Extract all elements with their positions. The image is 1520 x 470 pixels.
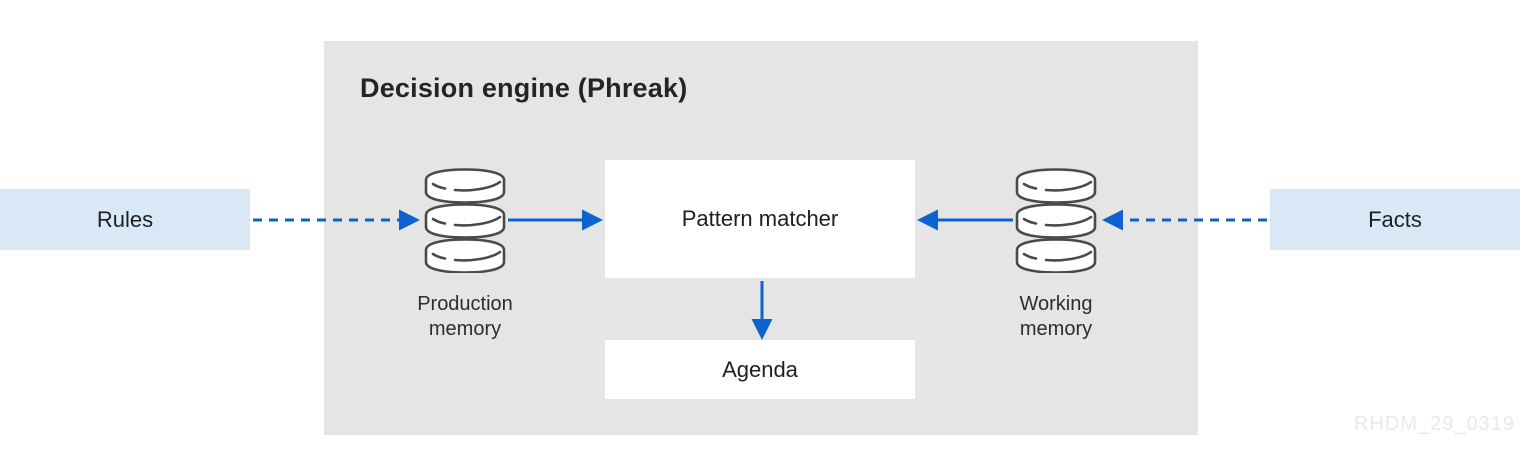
node-agenda: Agenda (605, 340, 915, 399)
watermark-text: RHDM_29_0319 (1354, 413, 1515, 435)
node-facts: Facts (1270, 189, 1520, 250)
node-facts-label: Facts (1368, 206, 1422, 232)
db-disk-group (1015, 168, 1097, 273)
node-pattern-matcher-label: Pattern matcher (681, 206, 839, 231)
label-production-memory: Production memory (417, 293, 513, 340)
database-icon-production-memory (424, 168, 506, 273)
label-working-memory: Working memory (1019, 293, 1093, 340)
node-pattern-matcher: Pattern matcher (605, 160, 915, 278)
db-disk-group (424, 168, 506, 273)
database-icon-working-memory (1015, 168, 1097, 273)
node-rules: Rules (0, 189, 250, 250)
panel-title: Decision engine (Phreak) (360, 73, 688, 103)
node-rules-label: Rules (96, 206, 154, 232)
node-agenda-label: Agenda (722, 356, 798, 382)
